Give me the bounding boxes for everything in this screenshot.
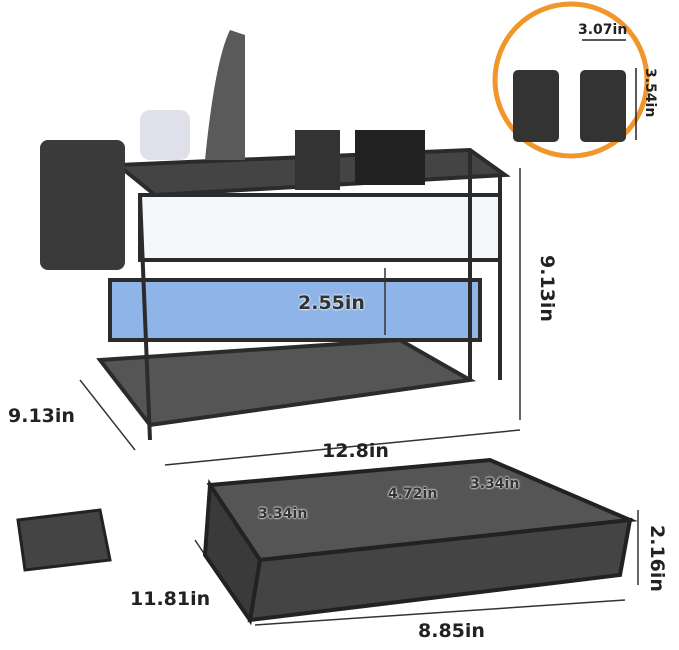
drawer-width-label: 8.85in (418, 620, 485, 642)
side-pen-cup (40, 140, 125, 270)
card-holder (16, 508, 112, 572)
total-height-label: 9.13in (536, 255, 558, 322)
shelf-gap-label: 2.55in (298, 292, 365, 314)
pen-holder-2 (580, 70, 626, 142)
deer-figure (205, 30, 245, 160)
drawer-compartment-middle-label: 4.72in (388, 486, 438, 502)
mesh-drawer (202, 457, 638, 626)
stapler (295, 130, 340, 190)
width-label: 12.8in (322, 440, 389, 462)
diffuser-jar (140, 110, 190, 160)
drawer-compartment-right-label: 3.34in (470, 476, 520, 492)
holder-height-label: 3.54in (642, 68, 658, 118)
phone (355, 130, 425, 185)
holder-width-label: 3.07in (578, 22, 628, 38)
depth-label: 9.13in (8, 405, 75, 427)
drawer-depth-label: 11.81in (130, 588, 211, 610)
drawer-compartment-left-label: 3.34in (258, 506, 308, 522)
drawer-height-label: 2.16in (646, 525, 668, 592)
pen-holder-1 (513, 70, 559, 142)
